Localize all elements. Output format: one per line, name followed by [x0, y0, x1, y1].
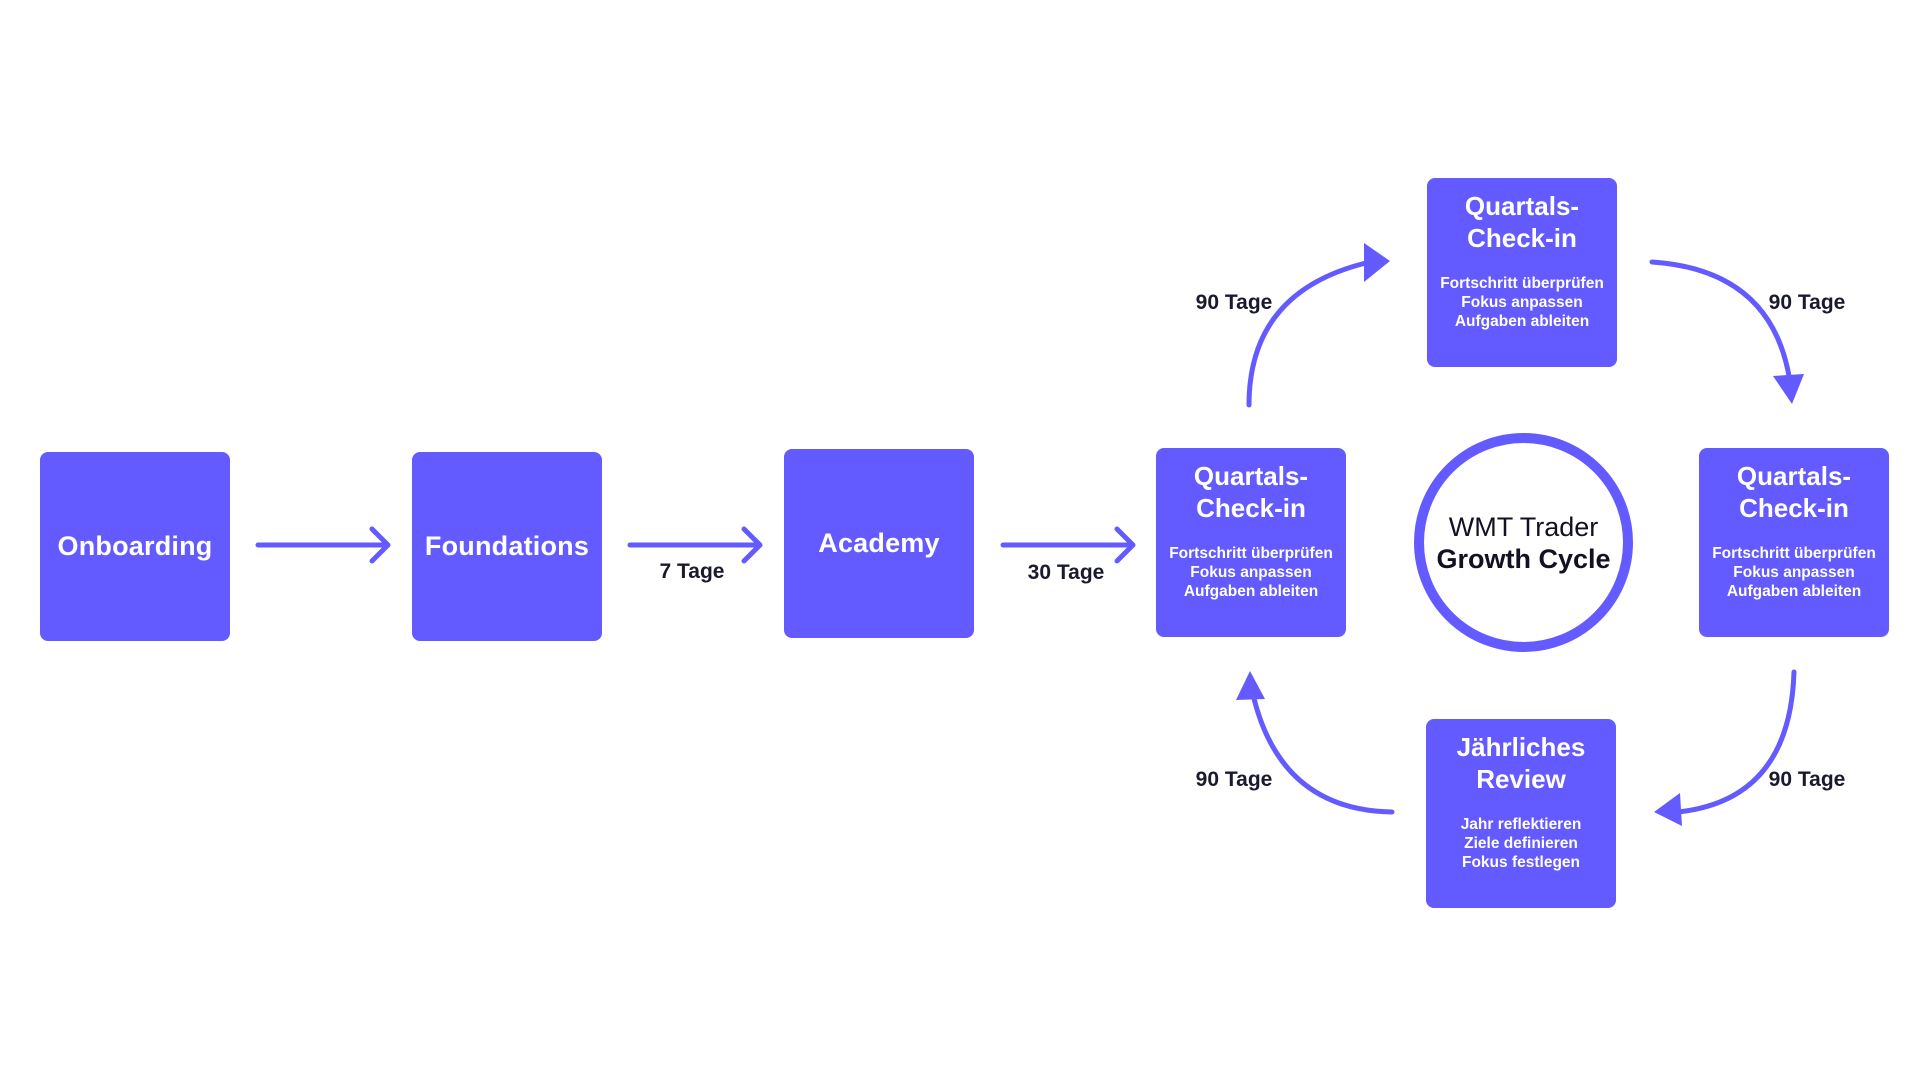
- node-checkin-right-item: Aufgaben ableiten: [1726, 583, 1862, 600]
- edge-label-30-tage: 30 Tage: [1027, 561, 1105, 584]
- node-checkin-right-items: Fortschritt überprüfen Fokus anpassen Au…: [1712, 544, 1876, 601]
- arrowhead-top-right: [1773, 374, 1804, 404]
- edge-label-cycle-top-right: 90 Tage: [1768, 291, 1846, 314]
- node-review-bottom-items: Jahr reflektieren Ziele definieren Fokus…: [1461, 815, 1582, 872]
- edge-label-7-tage: 7 Tage: [659, 560, 725, 583]
- node-checkin-left-items: Fortschritt überprüfen Fokus anpassen Au…: [1169, 544, 1333, 601]
- node-checkin-top-item: Fortschritt überprüfen: [1440, 275, 1604, 292]
- node-checkin-left: Quartals- Check-in Fortschritt überprüfe…: [1156, 448, 1346, 637]
- center-title-line2: Growth Cycle: [1436, 543, 1611, 574]
- arrowhead-left-top: [1364, 243, 1390, 282]
- node-checkin-left-item: Aufgaben ableiten: [1183, 583, 1319, 600]
- node-foundations-label: Foundations: [424, 531, 590, 561]
- arrow-academy-checkin: [1000, 526, 1136, 564]
- edge-label-cycle-left-top: 90 Tage: [1195, 291, 1273, 314]
- node-foundations: Foundations: [412, 452, 602, 641]
- node-checkin-right-item: Fortschritt überprüfen: [1712, 545, 1876, 562]
- arrow-cycle-left-top: [1246, 259, 1373, 408]
- node-checkin-left-item: Fokus anpassen: [1190, 564, 1312, 581]
- node-checkin-left-title: Quartals- Check-in: [1193, 461, 1309, 523]
- arrowhead-right-bottom: [1654, 793, 1682, 826]
- node-review-bottom-item: Ziele definieren: [1464, 835, 1578, 852]
- node-onboarding: Onboarding: [40, 452, 230, 641]
- arrow-foundations-academy: [627, 526, 763, 564]
- node-checkin-right-item: Fokus anpassen: [1733, 564, 1855, 581]
- node-review-bottom: Jährliches Review Jahr reflektieren Ziel…: [1426, 719, 1616, 908]
- arrow-cycle-top-right: [1649, 259, 1793, 385]
- node-review-bottom-title: Jährliches Review: [1456, 732, 1586, 794]
- node-checkin-top: Quartals- Check-in Fortschritt überprüfe…: [1427, 178, 1617, 367]
- arrow-cycle-right-bottom: [1675, 669, 1797, 815]
- center-title-line1: WMT Trader: [1448, 511, 1599, 542]
- node-checkin-top-item: Fokus anpassen: [1461, 294, 1583, 311]
- arrow-cycle-bottom-left: [1249, 687, 1395, 815]
- node-checkin-top-title: Quartals- Check-in: [1464, 191, 1580, 253]
- node-onboarding-label: Onboarding: [57, 531, 213, 561]
- node-review-bottom-item: Jahr reflektieren: [1460, 816, 1582, 833]
- center-circle: WMT Trader Growth Cycle: [1414, 433, 1633, 652]
- node-checkin-top-items: Fortschritt überprüfen Fokus anpassen Au…: [1440, 274, 1604, 331]
- node-checkin-right: Quartals- Check-in Fortschritt überprüfe…: [1699, 448, 1889, 637]
- edge-label-cycle-bottom-left: 90 Tage: [1195, 768, 1273, 791]
- node-academy: Academy: [784, 449, 974, 638]
- arrowhead-bottom-left: [1236, 671, 1265, 700]
- node-checkin-right-title: Quartals- Check-in: [1736, 461, 1852, 523]
- node-checkin-top-item: Aufgaben ableiten: [1454, 313, 1590, 330]
- edge-label-cycle-right-bottom: 90 Tage: [1768, 768, 1846, 791]
- arrow-onboarding-foundations: [255, 526, 391, 564]
- node-checkin-left-item: Fortschritt überprüfen: [1169, 545, 1333, 562]
- node-review-bottom-item: Fokus festlegen: [1462, 854, 1580, 871]
- node-academy-label: Academy: [818, 528, 940, 558]
